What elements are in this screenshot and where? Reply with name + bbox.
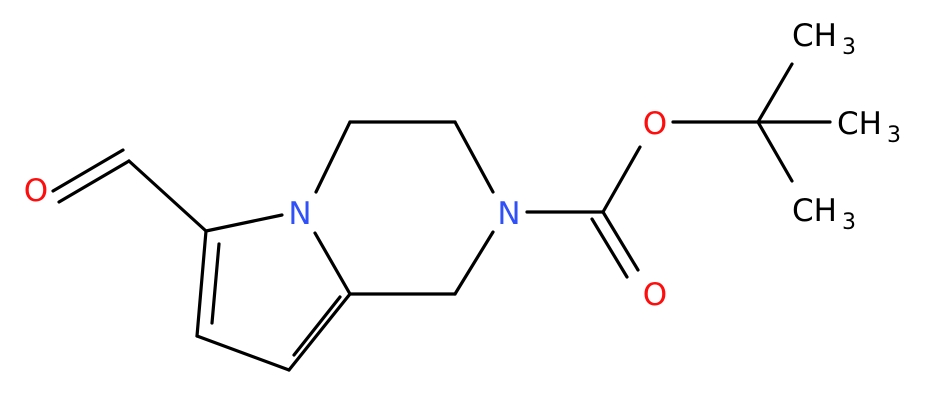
methyl-bottom-label: CH 3	[792, 193, 856, 235]
bond-cq-methyl-top	[756, 62, 794, 124]
bond-cho-ring	[127, 159, 208, 233]
bond-n-c4	[314, 120, 352, 194]
bond-carbonyl-co-2	[590, 217, 629, 279]
bond-c8-c8a	[287, 292, 352, 372]
bond-c3-n2	[453, 120, 495, 194]
bond-c6-c7-inner	[210, 242, 221, 325]
bonds	[51, 62, 832, 372]
bond-c8a-n	[313, 231, 352, 296]
bond-carbonyl-co-1	[601, 210, 640, 272]
aldehyde-oxygen-label: O	[24, 173, 48, 209]
methyl-top-text: CH	[792, 18, 837, 54]
bond-cq-methyl-bottom	[756, 120, 794, 183]
bond-c8-c8a-inner	[292, 295, 342, 357]
atom-labels: O N N O O CH 3 CH 3 CH 3	[24, 18, 901, 313]
methyl-bottom-text: CH	[792, 193, 837, 229]
bond-c6-n	[204, 213, 284, 233]
ring-nitrogen-label: N	[288, 196, 311, 232]
methyl-mid-subscript: 3	[887, 123, 901, 148]
ester-oxygen-label: O	[643, 106, 667, 142]
methyl-top-label: CH 3	[792, 18, 856, 60]
bond-aldehyde-co-1	[57, 159, 131, 204]
bond-aldehyde-co-2	[51, 148, 125, 193]
methyl-top-subscript: 3	[842, 35, 856, 60]
bond-carbonyl-eo	[601, 145, 642, 214]
bond-n2-c1	[453, 230, 495, 296]
boc-nitrogen-label: N	[497, 196, 520, 232]
bond-c7-c8	[195, 334, 291, 372]
carbonyl-oxygen-label: O	[643, 277, 667, 313]
methyl-bottom-subscript: 3	[842, 210, 856, 235]
methyl-mid-label: CH 3	[837, 106, 901, 148]
methyl-mid-text: CH	[837, 106, 882, 142]
bond-c6-c7	[195, 229, 208, 338]
